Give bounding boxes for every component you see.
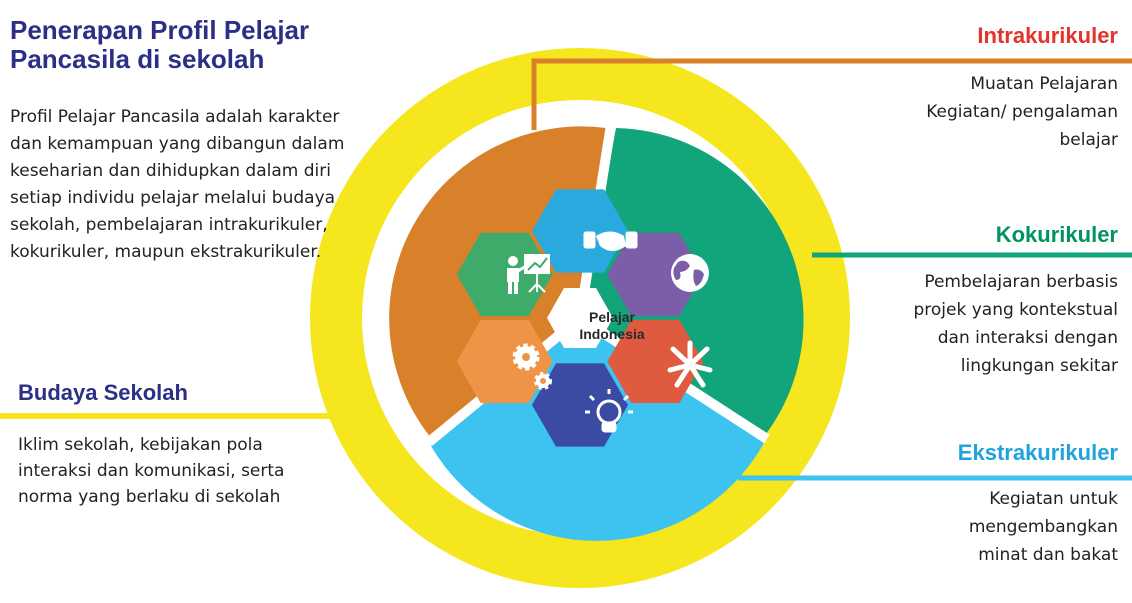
kokurikuler-line: Pembelajaran berbasis [924, 272, 1118, 292]
budaya-heading: Budaya Sekolah [18, 380, 188, 405]
intrakurikuler-text: Muatan Pelajaran Kegiatan/ pengalaman be… [818, 70, 1118, 154]
kokurikuler-line: projek yang kontekstual [913, 300, 1118, 320]
budaya-text: Iklim sekolah, kebijakan pola interaksi … [18, 435, 285, 507]
kokurikuler-line: dan interaksi dengan [937, 328, 1118, 348]
globe-icon [671, 254, 709, 292]
intrakurikuler-line: Muatan Pelajaran [970, 74, 1118, 94]
title-line-1: Penerapan Profil Pelajar [10, 15, 310, 45]
center-label: Pelajar Indonesia [562, 309, 662, 343]
center-label-line-1: Pelajar [589, 309, 635, 325]
page-title: Penerapan Profil Pelajar Pancasila di se… [10, 16, 350, 74]
intrakurikuler-heading: Intrakurikuler [977, 23, 1118, 48]
ekstrakurikuler-line: mengembangkan [968, 517, 1118, 537]
presentation-icon [507, 254, 550, 294]
gears-icon [512, 343, 552, 390]
hexagon-gears [456, 319, 553, 404]
lightbulb-icon [585, 389, 633, 433]
intro-description: Profil Pelajar Pancasila adalah karakter… [10, 107, 345, 262]
hexagon-globe [607, 232, 704, 317]
handshake-icon [583, 231, 638, 251]
hands-together-icon [667, 340, 713, 388]
ekstrakurikuler-heading: Ekstrakurikuler [957, 440, 1118, 465]
kokurikuler-heading: Kokurikuler [995, 222, 1118, 247]
ekstrakurikuler-line: Kegiatan untuk [989, 489, 1118, 509]
intrakurikuler-connector [531, 58, 1132, 130]
center-label-line-2: Indonesia [579, 326, 645, 342]
title-line-2: Pancasila di sekolah [10, 44, 265, 74]
kokurikuler-line: lingkungan sekitar [960, 356, 1118, 376]
center-hexagon [547, 288, 613, 348]
kokurikuler-text: Pembelajaran berbasis projek yang kontek… [818, 268, 1118, 380]
hexagon-handshake [532, 189, 628, 273]
hexagon-presentation [456, 232, 553, 317]
intrakurikuler-line: belajar [1059, 130, 1118, 150]
ekstrakurikuler-text: Kegiatan untuk mengembangkan minat dan b… [818, 485, 1118, 569]
ekstrakurikuler-line: minat dan bakat [978, 545, 1118, 565]
intrakurikuler-line: Kegiatan/ pengalaman [926, 102, 1118, 122]
